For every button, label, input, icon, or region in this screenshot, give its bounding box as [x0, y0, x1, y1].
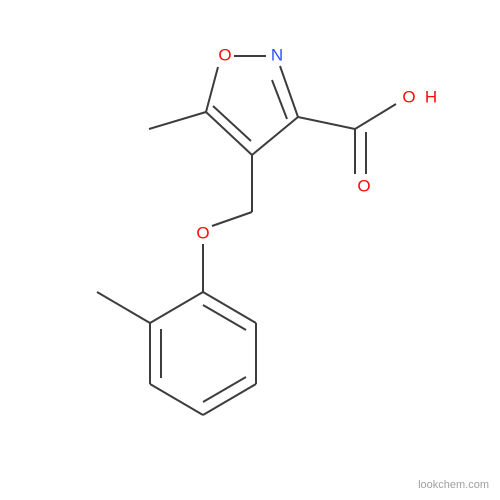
hydroxyl-oxygen-label: O — [402, 88, 415, 107]
bond-carboxyl-oh — [354, 103, 397, 130]
watermark-text: lookchem.com — [418, 479, 489, 491]
bond-n2-c3 — [279, 65, 299, 118]
bond-c6-c1-double — [202, 304, 247, 331]
bond-c3-carboxyl — [297, 116, 356, 130]
bond-aryl-methyl — [96, 291, 151, 324]
bond-n2-c3-double — [271, 79, 288, 120]
ring-nitrogen-label: N — [271, 46, 283, 65]
bond-c5-methyl — [148, 111, 207, 130]
bond-c4-c5 — [202, 383, 257, 416]
bond-c4-c5-double — [202, 376, 247, 403]
bond-ch2-o — [211, 211, 253, 227]
bond-c6-c1 — [202, 291, 257, 324]
ring-oxygen-label: O — [218, 46, 231, 65]
ether-oxygen-label: O — [196, 224, 209, 243]
carbonyl-oxygen-label: O — [357, 177, 370, 196]
bond-c3-c4 — [251, 116, 299, 156]
bond-c1-c2 — [149, 291, 204, 324]
hydroxyl-hydrogen-label: H — [425, 88, 437, 107]
bond-o1-c5 — [205, 66, 219, 113]
bond-c3-c4 — [149, 383, 204, 416]
bond-c4-c5 — [205, 111, 253, 156]
bond-c4-c5-double — [212, 105, 252, 142]
